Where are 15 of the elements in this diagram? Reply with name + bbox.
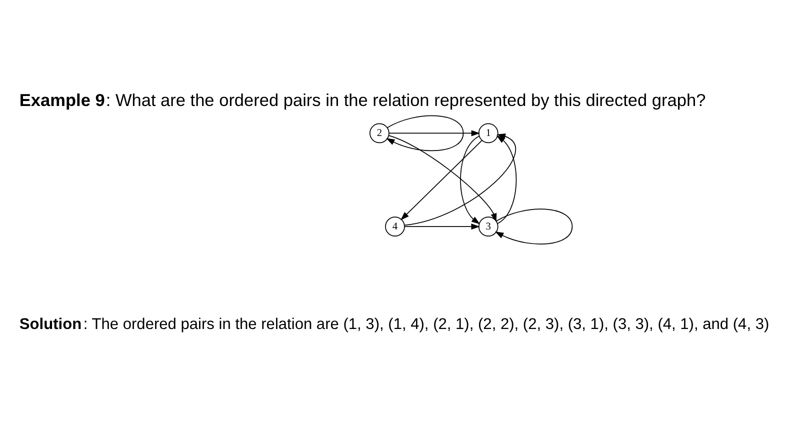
label: Solution: The ordered pairs in the relation are (1, 3), (1, 4), (2, 1), (2, 2), (2, 3), (3, 1), (3, 3), (4, 1), and (4, 3) [19,316,770,333]
node-circle: 4 [385,216,405,237]
arrow [400,140,482,220]
arrow [404,224,480,230]
arrow [386,115,464,152]
arrow [388,135,497,222]
arrow [494,208,573,245]
arrow [388,130,480,136]
node-circle: 1 [478,123,498,144]
diagram-title: Example 9: What are the ordered pairs in the relation represented by this directed graph? [19,90,706,110]
node-circle: 3 [478,216,498,237]
node-circle: 2 [370,123,390,144]
arrow [460,136,480,224]
arrow [496,135,517,224]
arrow [404,133,516,226]
